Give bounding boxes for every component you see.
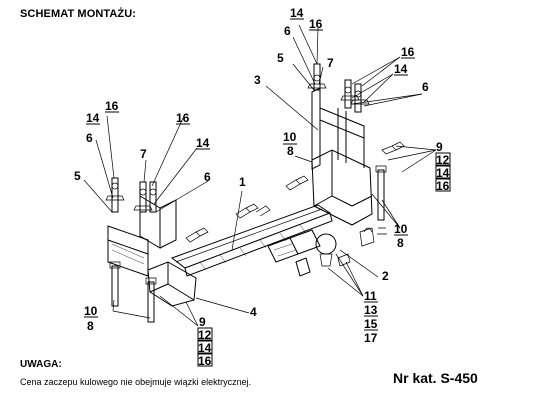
callout-8-right: 8 bbox=[397, 236, 404, 250]
warning-text: Cena zaczepu kulowego nie obejmuje wiązk… bbox=[20, 377, 252, 387]
callout-16-lower: 16 bbox=[198, 354, 212, 368]
callout-16-mid: 16 bbox=[176, 111, 190, 125]
callout-16-top: 16 bbox=[309, 17, 323, 31]
callout-15: 15 bbox=[364, 317, 378, 331]
callout-13: 13 bbox=[364, 303, 378, 317]
callout-14-top: 14 bbox=[290, 6, 304, 20]
callout-17: 17 bbox=[364, 331, 378, 345]
callout-9-right: 9 bbox=[436, 140, 443, 154]
callout-6-mid: 6 bbox=[204, 170, 211, 184]
callout-4: 4 bbox=[250, 305, 257, 319]
right-mounting-bracket bbox=[307, 63, 373, 226]
callout-11: 11 bbox=[364, 289, 377, 303]
callout-6-left: 6 bbox=[86, 131, 93, 145]
ball-hitch bbox=[267, 229, 351, 277]
right-bolts bbox=[285, 141, 405, 247]
left-mounting-bracket bbox=[105, 177, 197, 307]
callout-1: 1 bbox=[239, 175, 246, 189]
callout-14-lower: 14 bbox=[198, 341, 212, 355]
catalog-number: Nr kat. S-450 bbox=[393, 370, 478, 386]
left-bolts bbox=[109, 203, 271, 323]
callout-7-upper: 7 bbox=[327, 56, 334, 70]
diagram-title: SCHEMAT MONTAŻU: bbox=[20, 8, 137, 20]
leader-lines bbox=[83, 24, 437, 327]
callout-10-lower: 10 bbox=[84, 304, 98, 318]
callout-14-right: 14 bbox=[436, 166, 450, 180]
callout-14-upper-right: 14 bbox=[394, 62, 408, 76]
callout-10-upper: 10 bbox=[283, 130, 297, 144]
callout-2: 2 bbox=[382, 269, 389, 283]
callout-8-upper: 8 bbox=[287, 144, 294, 158]
callout-12-right: 12 bbox=[436, 153, 450, 167]
warning-heading: UWAGA: bbox=[20, 359, 62, 370]
callout-16-left: 16 bbox=[105, 99, 119, 113]
callout-5-upper: 5 bbox=[277, 51, 284, 65]
callout-14-mid: 14 bbox=[196, 136, 210, 150]
callout-16-right: 16 bbox=[436, 179, 450, 193]
callout-12-lower: 12 bbox=[198, 328, 212, 342]
callout-6-right: 6 bbox=[422, 80, 429, 94]
callout-8-lower: 8 bbox=[87, 319, 94, 333]
callout-16-upper-right: 16 bbox=[401, 45, 415, 59]
callout-9-lower: 9 bbox=[199, 315, 206, 329]
callout-6-top: 6 bbox=[284, 24, 291, 38]
callout-3: 3 bbox=[254, 73, 261, 87]
callout-7-left: 7 bbox=[140, 147, 147, 161]
callout-numbers: 14 16 6 16 5 7 14 3 6 10 8 9 12 14 16 14… bbox=[74, 6, 451, 368]
callout-5-left: 5 bbox=[74, 169, 81, 183]
callout-14-left: 14 bbox=[86, 111, 100, 125]
callout-10-right: 10 bbox=[394, 222, 408, 236]
